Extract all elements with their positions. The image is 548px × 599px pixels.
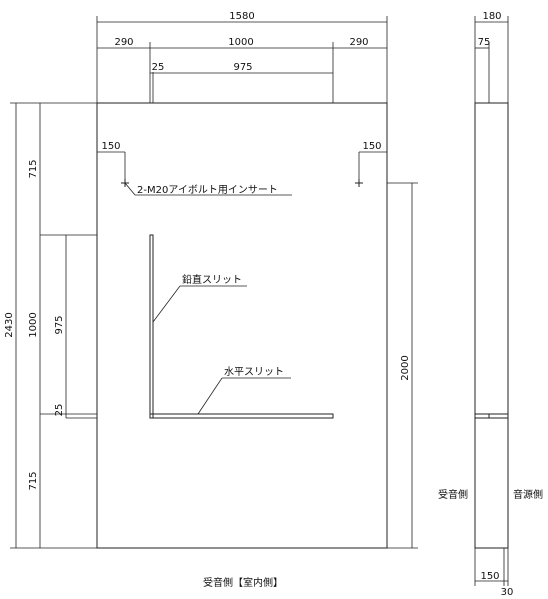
label-source-side: 音源側 — [513, 488, 543, 501]
side-panel — [474, 102, 509, 549]
dim-side-inner: 75 — [478, 37, 491, 48]
dim-slit-vertical-offset: 25 — [54, 404, 65, 417]
dim-side-total: 180 — [482, 11, 501, 22]
caption-bottom: 受音側【室内側】 — [203, 576, 283, 589]
vertical-slit — [149, 234, 154, 419]
horizontal-slit — [149, 413, 334, 419]
dim-left-mid: 1000 — [28, 312, 39, 337]
label-horizontal-slit: 水平スリット — [224, 366, 284, 378]
leader-horizontal-slit — [197, 377, 223, 415]
dim-left-total: 2430 — [4, 312, 15, 337]
dim-side-bottom: 150 — [480, 571, 499, 582]
leader-vertical-slit — [152, 285, 181, 323]
dim-top-total: 1580 — [229, 11, 254, 22]
dim-slit-offset: 25 — [152, 62, 165, 73]
dim-left-upper: 715 — [28, 159, 39, 178]
label-bolt-insert: 2-M20アイボルト用インサート — [137, 184, 278, 196]
dim-slit-horizontal: 975 — [233, 62, 252, 73]
dim-slit-vertical: 975 — [54, 315, 65, 334]
panel-outline — [96, 102, 388, 549]
dim-top-left: 290 — [114, 37, 133, 48]
dim-bolt-left: 150 — [101, 141, 120, 152]
label-vertical-slit: 鉛直スリット — [182, 273, 242, 286]
dim-top-right: 290 — [349, 37, 368, 48]
leader-bolt — [124, 182, 136, 196]
dim-side-bottom-small: 30 — [501, 587, 514, 598]
dim-left-lower: 715 — [28, 471, 39, 490]
label-receive-side: 受音側 — [438, 488, 468, 501]
bolt-insert-right — [355, 179, 363, 187]
dim-top-mid: 1000 — [228, 37, 253, 48]
dim-right-height: 2000 — [400, 355, 411, 380]
dim-bolt-right: 150 — [362, 141, 381, 152]
